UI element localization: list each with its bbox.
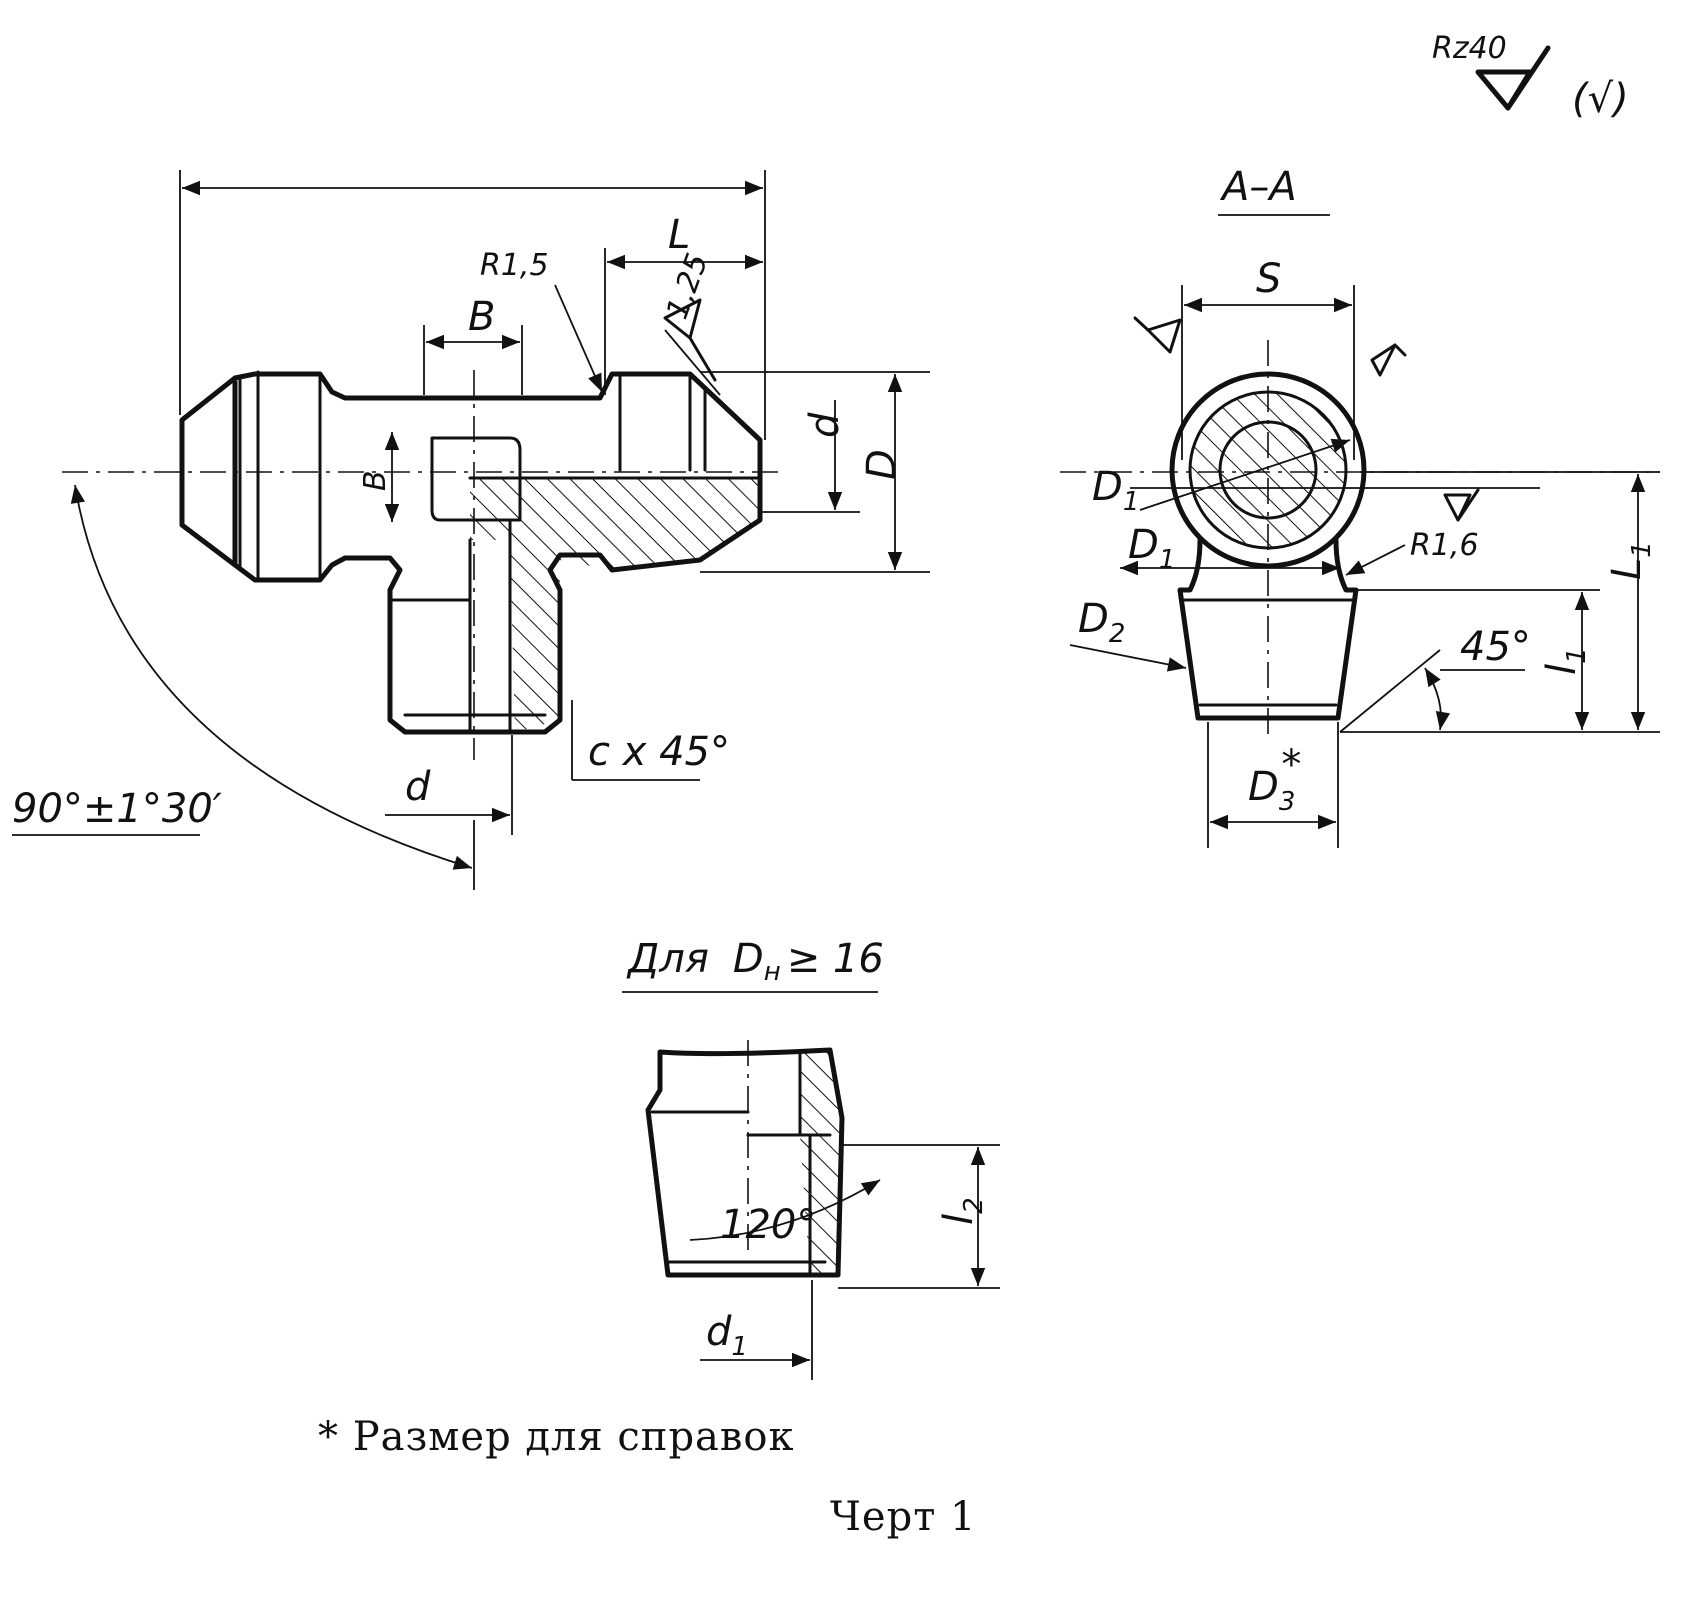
R16-label: R1,6 (1410, 528, 1479, 563)
roughness-125-label: 1,25 (660, 249, 716, 324)
D2-label: D2 (1078, 596, 1125, 649)
S-label: S (1256, 256, 1281, 302)
R15-leader (554, 284, 603, 393)
angle45-arc (1424, 667, 1451, 731)
roughness-mark-icon (1443, 488, 1480, 522)
section-title: A–A (1219, 164, 1297, 210)
R16-leader (1345, 544, 1406, 576)
B-side-label: B (358, 470, 393, 491)
detail-outline (645, 1047, 845, 1278)
l1-label: l1 (1539, 647, 1592, 675)
d-bottom-label: d (405, 764, 431, 810)
roughness-symbol: Rz40 (√) (1432, 31, 1629, 122)
angle-ref-line (1339, 649, 1441, 733)
roughness-rz-label: Rz40 (1432, 31, 1507, 66)
drawing-caption: Черт 1 (830, 1494, 977, 1540)
angle-label: 90°±1°30′ (12, 786, 222, 832)
D2-leader (1069, 644, 1187, 672)
section-hatch (470, 478, 760, 732)
D-right-label: D (859, 449, 905, 480)
l2-label: l2 (936, 1197, 989, 1225)
angle120-label: 120° (720, 1202, 816, 1248)
D1-upper-label: D1 (1092, 464, 1139, 517)
main-view: L R1,5 1,25 B B d D c x 45° d (12, 170, 930, 890)
roughness-mark-icon (1133, 316, 1182, 354)
d1-label: d1 (706, 1309, 748, 1362)
D3-label: D3* (1248, 742, 1301, 817)
roughness-check-icon (1475, 45, 1551, 111)
B-top-label: B (468, 294, 495, 340)
D1-lower-label: D1 (1128, 522, 1175, 575)
section-view: A–A S D1 D1 R1,6 D2 (1060, 164, 1660, 848)
chamfer-label: c x 45° (588, 729, 730, 775)
L-label: L (668, 212, 690, 258)
R15-label: R1,5 (480, 248, 549, 283)
roughness-mark-icon (1370, 343, 1407, 377)
footnote-text: * Размер для справок (318, 1414, 795, 1460)
ring-hatch (1190, 392, 1346, 548)
angle45-label: 45° (1460, 624, 1531, 670)
roughness-other-label: (√) (1572, 76, 1629, 122)
D1-upper-leader (1139, 438, 1351, 511)
d-right-label: d (802, 412, 848, 438)
angle-arc (70, 484, 473, 870)
ring-inner-edge (1188, 390, 1348, 550)
L1-label: L1 (1604, 541, 1657, 580)
angle120-arc (689, 1179, 881, 1241)
bore-circle (1218, 420, 1318, 520)
